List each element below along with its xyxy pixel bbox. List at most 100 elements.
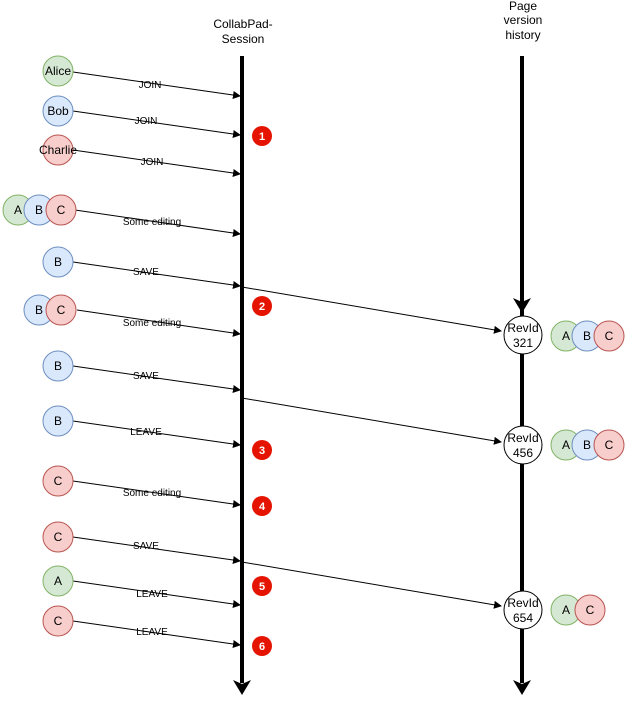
message-arrow: [72, 480, 241, 508]
actor-label: B: [35, 303, 43, 317]
actor-label: A: [54, 574, 62, 588]
history-title-line2: version: [504, 13, 543, 27]
revision-number: 456: [513, 446, 533, 460]
save-connector-1: [241, 286, 502, 334]
actor-label: Alice: [45, 64, 71, 78]
message-row-7: B SAVE: [42, 350, 241, 393]
actor-label: C: [54, 614, 63, 628]
actor-label: C: [605, 438, 614, 452]
actor-c: [42, 605, 74, 637]
actor-b: [42, 246, 74, 278]
message-row-1: Alice JOIN: [42, 55, 241, 99]
actor-c: [42, 465, 74, 497]
step-badge-6: 6: [252, 636, 272, 656]
message-row-8: B LEAVE: [42, 405, 241, 448]
save-connector-2: [241, 397, 502, 445]
message-label: Some editing: [123, 488, 181, 499]
message-arrow: [76, 309, 241, 337]
badge-number: 1: [259, 131, 265, 143]
revision-label: RevId: [507, 596, 538, 610]
badge-number: 3: [259, 445, 265, 457]
revision-node-456: RevId 456: [503, 425, 543, 465]
actor-c: [42, 521, 74, 553]
revision-number: 654: [513, 611, 533, 625]
actor-label: B: [54, 255, 62, 269]
actor-label: C: [54, 530, 63, 544]
history-lifeline-arrowhead: [513, 680, 531, 695]
actor-label: B: [35, 203, 43, 217]
message-arrow: [74, 209, 241, 237]
actor-label: A: [562, 438, 570, 452]
message-arrow: [72, 261, 241, 289]
actor-label: Charlie: [39, 143, 77, 157]
message-label: SAVE: [133, 541, 159, 552]
history-title-line1: Page: [509, 0, 537, 13]
message-label: LEAVE: [136, 627, 168, 638]
message-arrow: [72, 620, 241, 648]
message-row-6: B C Some editing: [23, 294, 241, 337]
message-arrow: [72, 149, 241, 177]
message-row-4: A B C Some editing: [2, 194, 241, 237]
actor-bob: [42, 95, 74, 127]
revision-label: RevId: [507, 321, 538, 335]
actor-c: [45, 294, 77, 326]
step-badge-2: 2: [252, 296, 272, 316]
actor-label: A: [562, 603, 570, 617]
save-connector-3: [241, 561, 502, 609]
actor-label: C: [605, 329, 614, 343]
revision-users-654: A C: [550, 594, 606, 626]
actor-b: [42, 350, 74, 382]
session-lifeline-arrowhead: [233, 680, 251, 695]
message-label: Some editing: [123, 318, 181, 329]
session-title-line1: CollabPad-: [213, 17, 272, 31]
actor-a: [42, 565, 74, 597]
badge-number: 5: [259, 581, 265, 593]
step-badge-3: 3: [252, 440, 272, 460]
actor-c: [593, 320, 625, 352]
revision-number: 321: [513, 336, 533, 350]
revision-users-321: A B C: [550, 320, 625, 352]
revision-users-456: A B C: [550, 429, 625, 461]
step-badge-5: 5: [252, 576, 272, 596]
message-label: SAVE: [133, 267, 159, 278]
actor-b: [42, 405, 74, 437]
message-label: JOIN: [135, 116, 158, 127]
message-label: LEAVE: [130, 427, 162, 438]
actor-label: A: [14, 203, 22, 217]
history-segment-arrowhead-1: [513, 298, 531, 313]
actor-label: A: [562, 329, 570, 343]
message-arrow: [72, 110, 241, 138]
message-row-10: C SAVE: [42, 521, 241, 564]
revision-node-321: RevId 321: [503, 315, 543, 355]
actor-c: [45, 194, 77, 226]
message-arrow: [72, 420, 241, 448]
revision-label: RevId: [507, 431, 538, 445]
history-title-line3: history: [505, 28, 540, 42]
badge-number: 2: [259, 301, 265, 313]
actor-label: B: [583, 438, 591, 452]
message-arrow: [72, 365, 241, 393]
actor-label: B: [54, 414, 62, 428]
actor-label: C: [54, 474, 63, 488]
message-row-11: A LEAVE: [42, 565, 241, 608]
message-row-9: C Some editing: [42, 465, 241, 508]
message-label: JOIN: [139, 80, 162, 91]
message-label: JOIN: [141, 157, 164, 168]
message-row-12: C LEAVE: [42, 605, 241, 648]
badge-number: 6: [259, 641, 265, 653]
message-row-5: B SAVE: [42, 246, 241, 289]
actor-c: [593, 429, 625, 461]
actor-alice: [42, 55, 74, 87]
badge-number: 4: [259, 501, 266, 513]
actor-label: C: [57, 203, 66, 217]
session-title-line2: Session: [222, 32, 265, 46]
step-badge-4: 4: [252, 496, 272, 516]
actor-c: [574, 594, 606, 626]
step-badge-1: 1: [252, 126, 272, 146]
message-label: LEAVE: [136, 589, 168, 600]
actor-label: B: [583, 329, 591, 343]
message-row-3: Charlie JOIN: [39, 134, 241, 177]
revision-node-654: RevId 654: [503, 590, 543, 630]
actor-label: C: [57, 303, 66, 317]
